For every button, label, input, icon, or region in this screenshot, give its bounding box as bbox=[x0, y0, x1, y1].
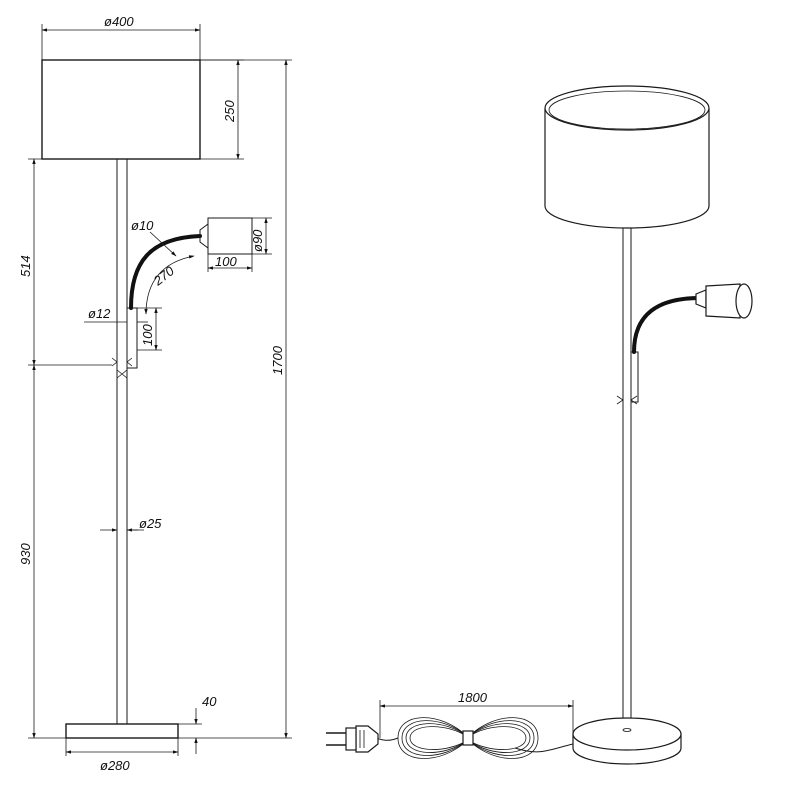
shade-outline bbox=[41, 59, 201, 160]
dim-arm-diameter: ø10 bbox=[131, 218, 154, 233]
shade-top-rim bbox=[544, 85, 710, 131]
dim-base-diameter: ø280 bbox=[100, 758, 130, 773]
dim-pole-diameter: ø25 bbox=[139, 516, 162, 531]
spot-head-outline bbox=[207, 217, 253, 255]
base-top-3d bbox=[572, 717, 682, 751]
dim-shade-diameter: ø400 bbox=[104, 14, 134, 29]
dim-total-height: 1700 bbox=[270, 345, 285, 375]
pole-joint-3d bbox=[616, 395, 638, 405]
spot-head-rim bbox=[735, 283, 753, 319]
front-elevation: ø400 250 1700 514 930 ø10 270 100 bbox=[18, 14, 292, 773]
shade-body bbox=[544, 108, 710, 229]
dim-spot-diameter: ø90 bbox=[250, 229, 265, 252]
spot-head-body bbox=[705, 283, 741, 319]
base-outline bbox=[65, 723, 179, 739]
cable-coil bbox=[397, 717, 539, 759]
spot-connector-3d bbox=[695, 289, 707, 309]
dim-arm-length: 270 bbox=[150, 263, 178, 289]
gooseneck-arm-3d bbox=[632, 296, 702, 354]
shade-inner-rim bbox=[548, 90, 706, 130]
power-plug bbox=[326, 725, 379, 753]
cable-to-plug bbox=[375, 737, 399, 741]
dim-shade-height: 250 bbox=[222, 100, 237, 123]
dim-arm-base-diameter: ø12 bbox=[88, 306, 111, 321]
dim-base-height: 40 bbox=[202, 694, 217, 709]
dim-lower-height: 930 bbox=[18, 543, 33, 565]
arm-base-sleeve-3d bbox=[630, 351, 639, 403]
dim-arm-base-height: 100 bbox=[140, 324, 155, 346]
perspective-view: 1800 bbox=[326, 85, 753, 765]
pole-foot bbox=[622, 728, 632, 732]
dim-spot-length: 100 bbox=[215, 254, 237, 269]
spot-connector bbox=[199, 223, 209, 249]
arm-base-sleeve bbox=[126, 307, 138, 369]
dim-cable-length: 1800 bbox=[458, 690, 488, 705]
dim-upper-height: 514 bbox=[18, 255, 33, 277]
power-cable bbox=[514, 743, 574, 753]
